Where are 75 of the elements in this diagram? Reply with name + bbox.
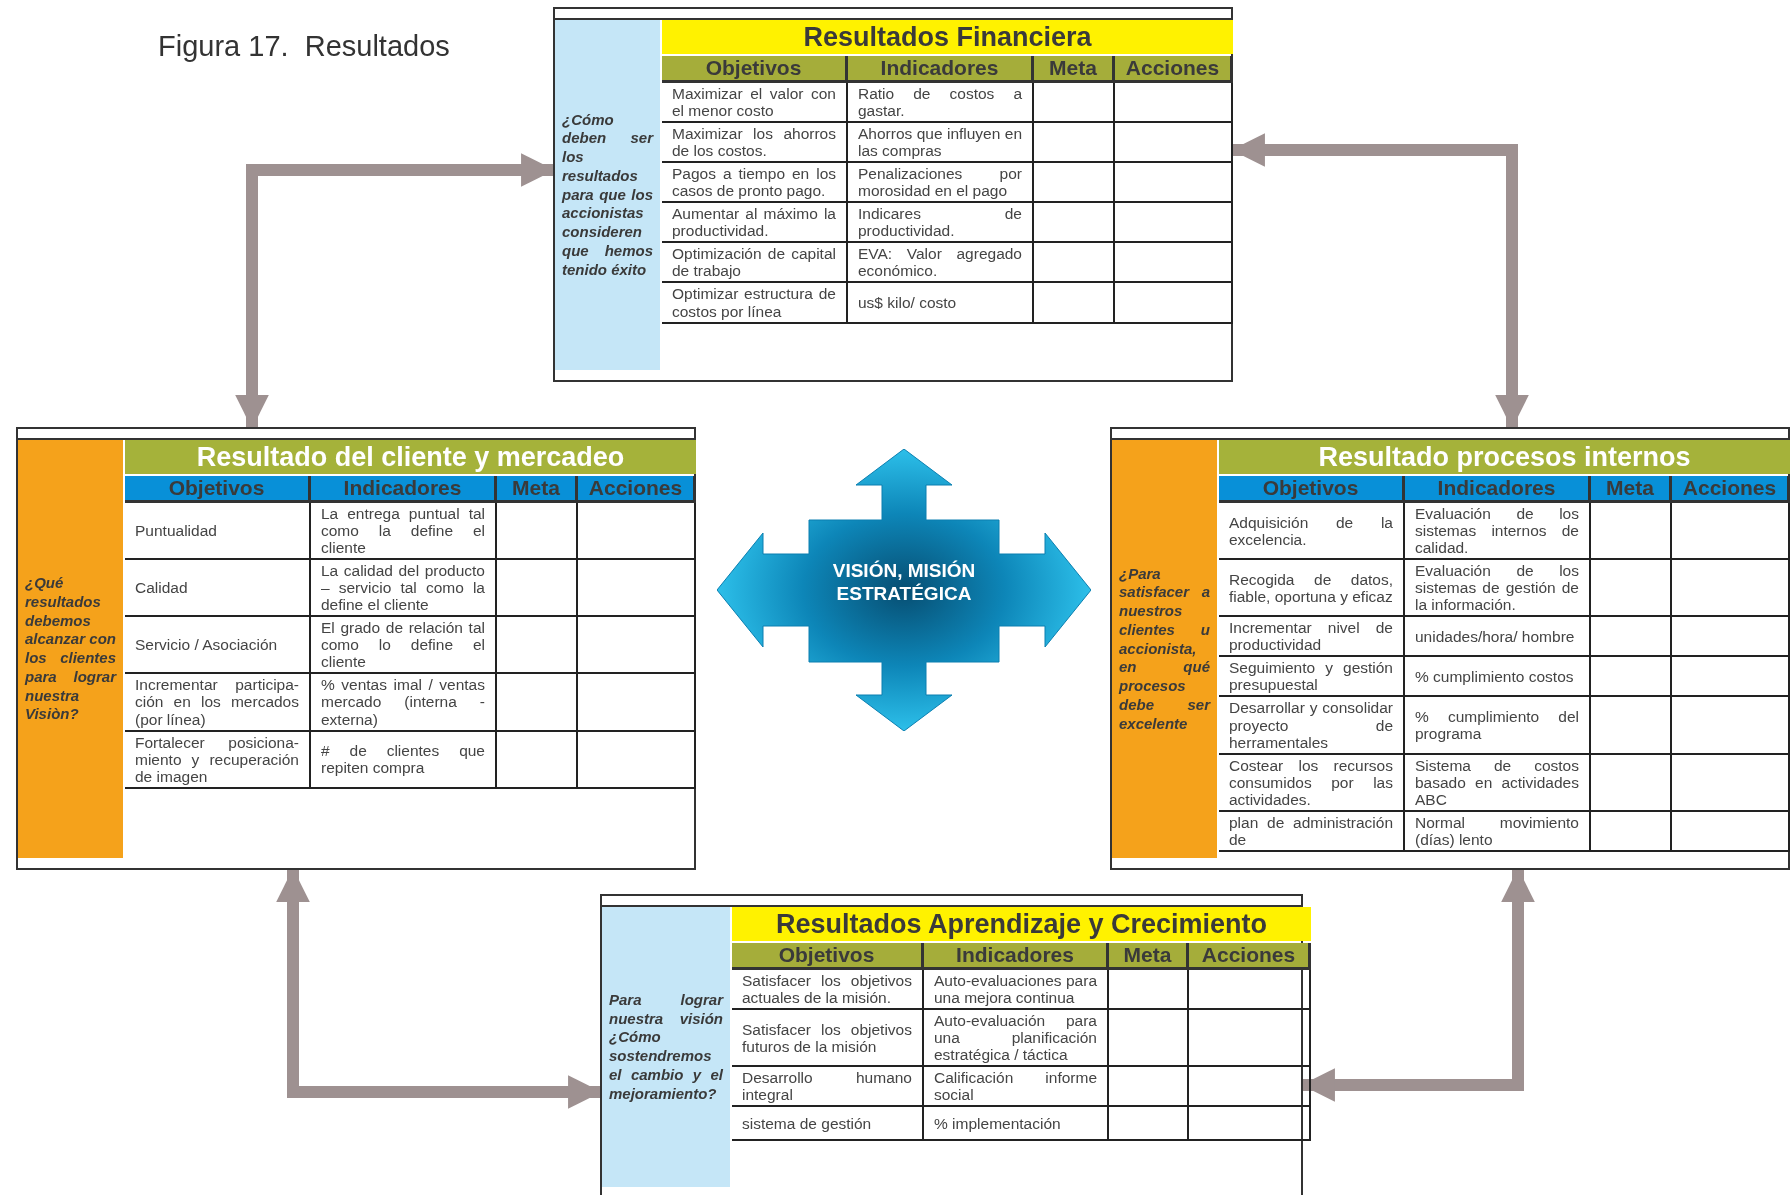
table-cell-text: sistema de gestión [742,1114,873,1132]
table-cell-text: La entrega puntual tal como la define el cliente [321,505,485,557]
column-header: Acciones [1115,56,1233,83]
table-cell-text: Fortalecer posiciona-miento y recuperación de imagen [135,733,299,785]
table-cell-text: % ventas imal / ventas mercado (interna -externa) [321,676,485,728]
table-cell-text: # de clientes que repiten compra [321,742,485,777]
column-header: Meta [1034,56,1115,83]
table-cell-text: Calificación informe social [934,1069,1097,1104]
table-cell-text: Costear los recursos consumidos por las actividades. [1229,756,1393,808]
table-cell-text: us$ kilo/ costo [858,294,958,312]
table-cell-text: Servicio / Asociación [135,636,279,654]
column-header: Acciones [1189,943,1311,970]
table-cell-text: % cumplimiento del programa [1415,708,1579,743]
table-cell-text: Maximizar el valor con el menor costo [672,85,836,120]
results-table [553,7,1233,382]
table-cell-text: Puntualidad [135,522,218,540]
table-cell-text: % implementación [934,1114,1062,1132]
column-header: Objetivos [125,476,311,503]
table-cell-text: Satisfacer los objetivos futuros de la misión [742,1020,912,1055]
connector-arrow [235,153,555,429]
table-cell-text: Adquisición de la excelencia. [1229,513,1393,548]
column-header: Indicadores [924,943,1109,970]
table-cell-text: El grado de relación tal como lo define el cliente [321,619,485,671]
table-cell-text: EVA: Valor agregado económico. [858,245,1022,280]
column-header: Indicadores [848,56,1034,83]
table-cell-text: Maximizar los ahorros de los costos. [672,125,836,160]
table-cell-text: unidades/hora/ hombre [1415,627,1576,645]
table-cell-text: Desarrollo humano integral [742,1069,912,1104]
node-label: VISIÓN, MISIÓN ESTRATÉGICA [831,560,977,606]
figure-title: Figura 17. Resultados [158,30,450,63]
table-cell-text: Desarrollar y consolidar proyecto de herramentales [1229,699,1393,751]
column-header: Objetivos [1219,476,1405,503]
question-panel: Para lograr nuestra visión ¿Cómo sostendremos el cambio y el mejoramiento? [602,907,730,1187]
table-cell-text: Calidad [135,579,189,597]
column-header: Acciones [1672,476,1790,503]
table-cell-text: Ahorros que influyen en las compras [858,125,1022,160]
results-table [1110,427,1790,870]
table-cell-text: Auto-evaluaciones para una mejora continua [934,972,1097,1007]
column-header: Meta [1591,476,1672,503]
table-cell-text: La calidad del producto – servicio tal como la define el cliente [321,562,485,614]
table-cell-text: Pagos a tiempo en los casos de pronto pago. [672,165,836,200]
table-cell-text: Seguimiento y gestión presupuestal [1229,659,1393,694]
table-cell-text: Optimización de capital de trabajo [672,245,836,280]
table-cell-text: Optimizar estructura de costos por línea [672,285,836,320]
table-cell-text: Penalizaciones por morosidad en el pago [858,165,1022,200]
table-cell-text: Normal movimiento (días) lento [1415,813,1579,848]
table-cell-text: Evaluación de los sistemas de gestión de la información. [1415,562,1579,614]
question-panel: ¿Qué resultados debemos alcanzar con los clientes para lograr nuestra Visiòn? [18,440,123,858]
results-table [16,427,696,870]
column-header: Objetivos [662,56,848,83]
column-header: Acciones [578,476,696,503]
table-cell-text: % cumplimiento costos [1415,667,1575,685]
table-cell-text: Ratio de costos a gastar. [858,85,1022,120]
table-cell-text: Evaluación de los sistemas internos de calidad. [1415,505,1579,557]
table-cell-text: Incrementar nivel de productividad [1229,619,1393,654]
question-panel: ¿Cómo deben ser los resultados para que los accionistas consideren que hemos tenido éxito [555,20,660,370]
table-heading: Resultados Aprendizaje y Crecimiento [732,907,1311,941]
table-cell-text: Indicares de productividad. [858,205,1022,240]
column-header: Indicadores [1405,476,1591,503]
table-cell-text: Incrementar participa-ción en los mercados (por línea) [135,676,299,728]
table-heading: Resultados Financiera [662,20,1233,54]
table-cell-text: Sistema de costos basado en actividades ABC [1415,756,1579,808]
connector-arrow [276,868,602,1109]
table-cell-text: Recogida de datos, fiable, oportuna y eficaz [1229,570,1393,605]
table-heading: Resultado procesos internos [1219,440,1790,474]
table-cell-text: Aumentar al máximo la productividad. [672,205,836,240]
question-panel: ¿Para satisfacer a nuestros clientes u accionista, en qué procesos debe ser excelente [1112,440,1217,858]
table-cell-text: Auto-evaluación para una planificación estratégica / táctica [934,1012,1097,1064]
table-cell-text: Satisfacer los objetivos actuales de la misión. [742,972,912,1007]
column-header: Meta [1109,943,1189,970]
column-header: Objetivos [732,943,924,970]
column-header: Indicadores [311,476,497,503]
table-cell-text: plan de administración de [1229,813,1393,848]
table-heading: Resultado del cliente y mercadeo [125,440,696,474]
column-header: Meta [497,476,578,503]
